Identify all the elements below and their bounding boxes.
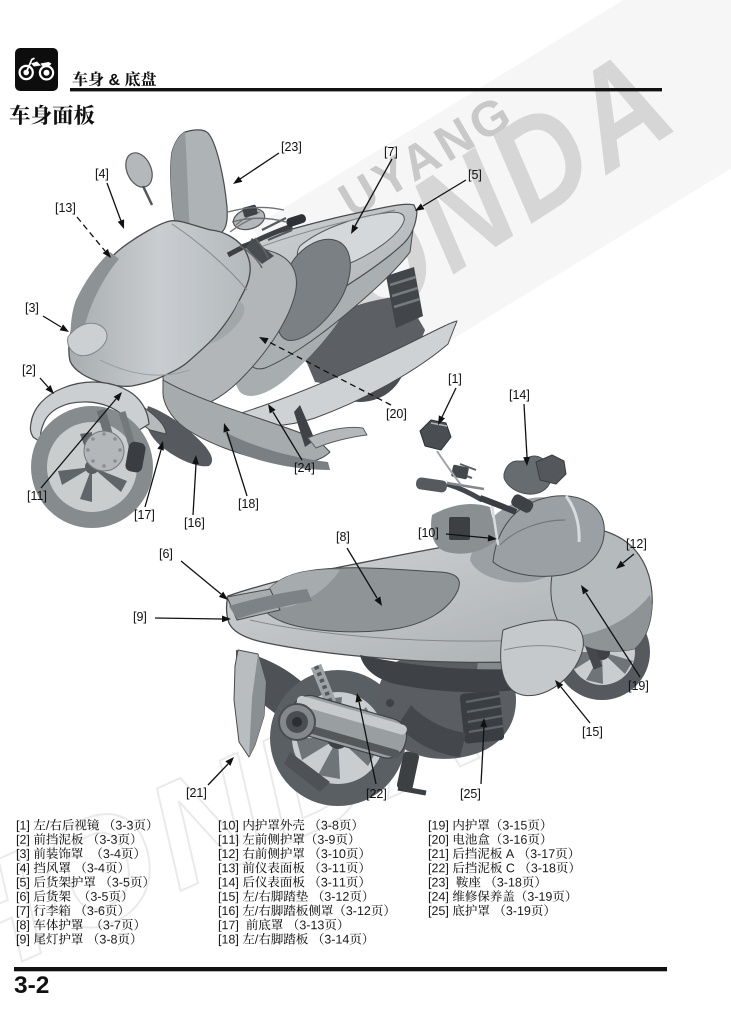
svg-text:[3]: [3] [25,301,39,315]
svg-text:[22]: [22] [366,787,387,801]
svg-text:[2]: [2] [22,363,36,377]
svg-text:[23]: [23] [281,140,302,154]
svg-text:[7]: [7] [384,145,398,159]
svg-text:[14]: [14] [509,388,530,402]
svg-text:[20]: [20] [386,407,407,421]
svg-text:[21]: [21] [186,786,207,800]
svg-text:[13]: [13] [55,201,76,215]
svg-text:[24]: [24] [294,461,315,475]
svg-text:[1]: [1] [448,372,462,386]
svg-text:[17]: [17] [134,508,155,522]
svg-text:[16]: [16] [184,516,205,530]
svg-text:[6]: [6] [159,547,173,561]
svg-text:[9]: [9] [133,610,147,624]
svg-text:3-2: 3-2 [14,972,49,999]
svg-text:[18]: [18] [238,497,259,511]
svg-text:[5]: [5] [468,168,482,182]
svg-text:[12]: [12] [626,537,647,551]
svg-text:[4]: [4] [95,167,109,181]
svg-text:[25]: [25] [460,787,481,801]
svg-text:[11]: [11] [27,489,47,503]
svg-text:[8]: [8] [336,530,350,544]
svg-text:[15]: [15] [582,725,603,739]
svg-text:[10]: [10] [418,526,439,540]
svg-text:[19]: [19] [628,679,649,693]
